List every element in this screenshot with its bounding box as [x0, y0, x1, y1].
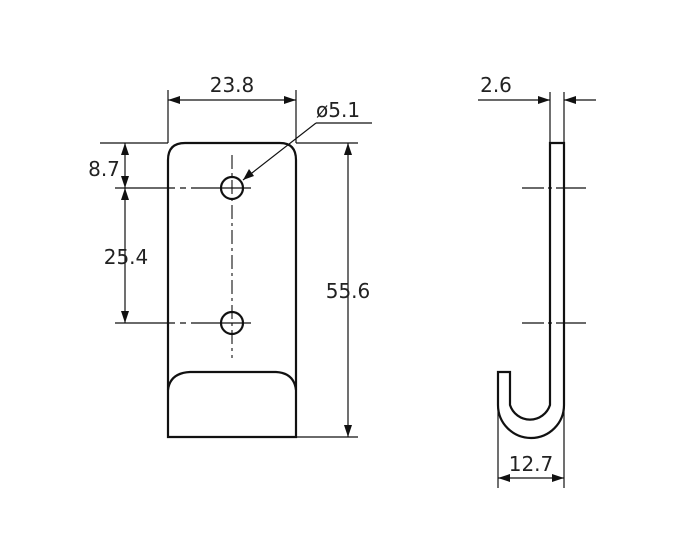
hole-spacing-label: 25.4: [104, 245, 149, 269]
width-dimension: 23.8: [167, 73, 297, 143]
hole-diameter-label: ø5.1: [316, 98, 360, 122]
side-view: 2.6 12.7: [478, 73, 596, 488]
top-offset-label: 8.7: [88, 157, 120, 181]
front-view: 23.8 ø5.1 8.7 25.4 55.6: [88, 73, 372, 439]
hook-profile: [496, 141, 566, 440]
hook-width-label: 12.7: [509, 452, 554, 476]
plate-outline: [166, 141, 298, 439]
hole-diameter-callout: ø5.1: [242, 98, 372, 181]
hook-width-dimension: 12.7: [497, 405, 565, 488]
height-label: 55.6: [326, 279, 371, 303]
plate-bend-line: [166, 370, 298, 391]
left-dimensions: 8.7 25.4: [88, 143, 148, 323]
thickness-dimension: 2.6: [478, 73, 596, 143]
width-label: 23.8: [210, 73, 255, 97]
thickness-label: 2.6: [480, 73, 512, 97]
height-dimension: 55.6: [296, 142, 371, 438]
